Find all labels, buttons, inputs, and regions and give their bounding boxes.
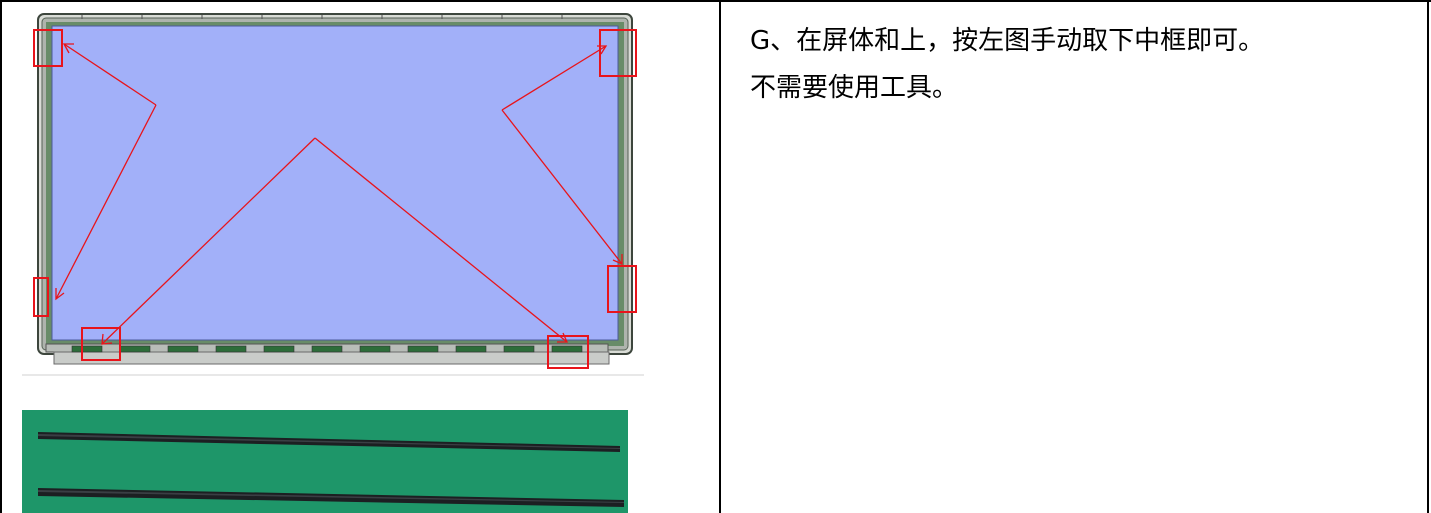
callout-box-top-right	[599, 29, 637, 77]
screen-frame-diagram	[22, 13, 644, 376]
instruction-line-2: 不需要使用工具。	[750, 73, 959, 103]
table-border-left	[0, 0, 2, 513]
callout-box-top-left	[33, 29, 63, 67]
table-border-right	[1427, 0, 1429, 513]
callout-box-bottom-right-bar	[547, 335, 589, 369]
callout-box-bottom-left	[33, 277, 49, 317]
removed-frame-bars-photo	[22, 410, 628, 513]
instruction-text: G、在屏体和上，按左图手动取下中框即可。 不需要使用工具。	[750, 18, 1264, 112]
instruction-line-1: G、在屏体和上，按左图手动取下中框即可。	[750, 26, 1265, 56]
callout-box-bottom-left-bar	[81, 327, 121, 361]
diagram-cell	[2, 2, 718, 513]
callout-box-bottom-right	[607, 265, 637, 313]
instruction-cell: G、在屏体和上，按左图手动取下中框即可。 不需要使用工具。	[722, 2, 1426, 513]
frame-bars-illustration	[22, 410, 628, 513]
table-divider	[719, 0, 721, 513]
table-border-top	[0, 0, 1431, 2]
